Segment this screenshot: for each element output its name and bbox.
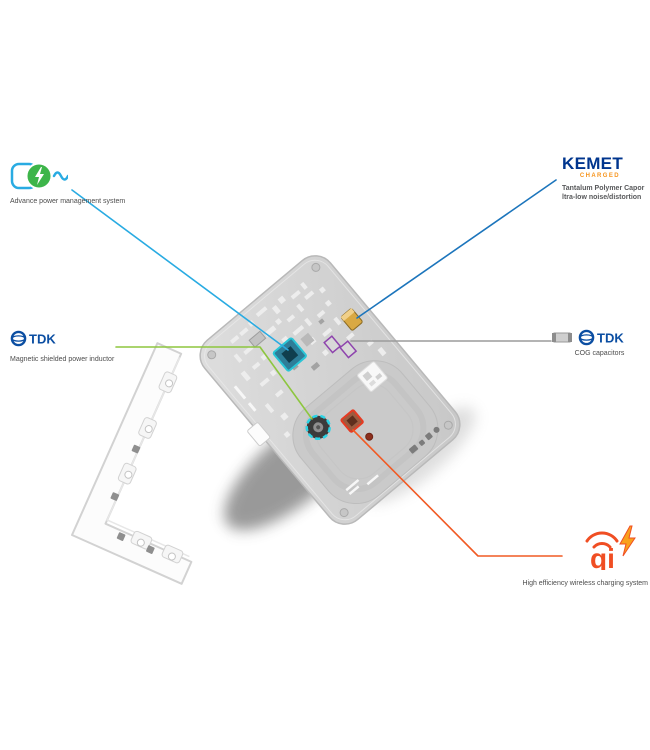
kemet-callout: KEMET CHARGED Tantalum Polymer Capor ltr…	[562, 155, 648, 203]
qi-label: High efficiency wireless charging system	[522, 580, 648, 587]
chip-capacitor-icon	[552, 332, 572, 343]
silkscreen-components	[229, 281, 387, 496]
power-management-callout: Advance power management system	[10, 160, 160, 206]
kemet-logo: KEMET	[562, 154, 623, 173]
qi-wordmark: qi	[590, 543, 615, 570]
wave-icon	[52, 171, 70, 181]
lightning-bolt-icon	[35, 167, 44, 185]
tdk-capacitors-callout: TDK COG capacitors	[551, 329, 648, 358]
tdk-logo: TDK	[578, 329, 624, 346]
tdk-emblem-icon	[578, 329, 595, 346]
tdk-inductor-leader-line	[115, 346, 313, 420]
kemet-desc-line1: Tantalum Polymer Capor	[562, 185, 645, 192]
tdk-wordmark: TDK	[29, 332, 56, 347]
tdk-inductor-label: Magnetic shielded power inductor	[10, 356, 115, 363]
coil-zone	[292, 360, 439, 505]
wireless-charging-ic	[340, 409, 364, 433]
power-leader-line	[71, 189, 289, 351]
power-management-icon	[10, 162, 70, 190]
power-inductor-coil	[305, 414, 331, 441]
qi-wireless-logo: qi	[585, 525, 636, 574]
circuit-board	[199, 255, 461, 525]
power-management-label: Advance power management system	[10, 198, 126, 205]
test-point-dot	[365, 432, 374, 441]
cog-capacitors	[323, 335, 358, 359]
cog-capacitor-2	[339, 340, 358, 359]
qi-callout: qi High efficiency wireless charging sys…	[505, 524, 648, 588]
board-connector	[247, 422, 271, 447]
mounting-holes	[207, 262, 453, 518]
bracket-slots	[110, 444, 155, 554]
qi-leader-line	[352, 429, 563, 557]
wireless-arc-inner-icon	[592, 542, 612, 549]
bracket-tab	[117, 371, 184, 564]
power-management-ic	[272, 337, 307, 372]
wireless-arc-outer-icon	[585, 531, 619, 543]
tdk-wordmark: TDK	[597, 331, 624, 346]
cog-capacitor-1	[323, 335, 342, 354]
tdk-logo: TDK	[10, 330, 56, 347]
tdk-emblem-icon	[10, 330, 27, 347]
mounting-bracket	[71, 342, 193, 585]
tantalum-capacitor	[340, 308, 363, 331]
kemet-tagline: CHARGED	[579, 173, 620, 179]
tdk-inductor-callout: TDK Magnetic shielded power inductor	[10, 330, 160, 364]
board-label-sticker	[357, 361, 388, 392]
kemet-desc-line2: ltra-low noise/distortion	[562, 194, 642, 202]
kemet-leader-line	[356, 179, 557, 319]
kemet-description: Tantalum Polymer Capor ltra-low noise/di…	[562, 184, 648, 203]
tdk-capacitors-label: COG capacitors	[574, 350, 625, 357]
regulatory-marks	[408, 426, 440, 454]
lightning-bolt-icon	[619, 525, 636, 557]
